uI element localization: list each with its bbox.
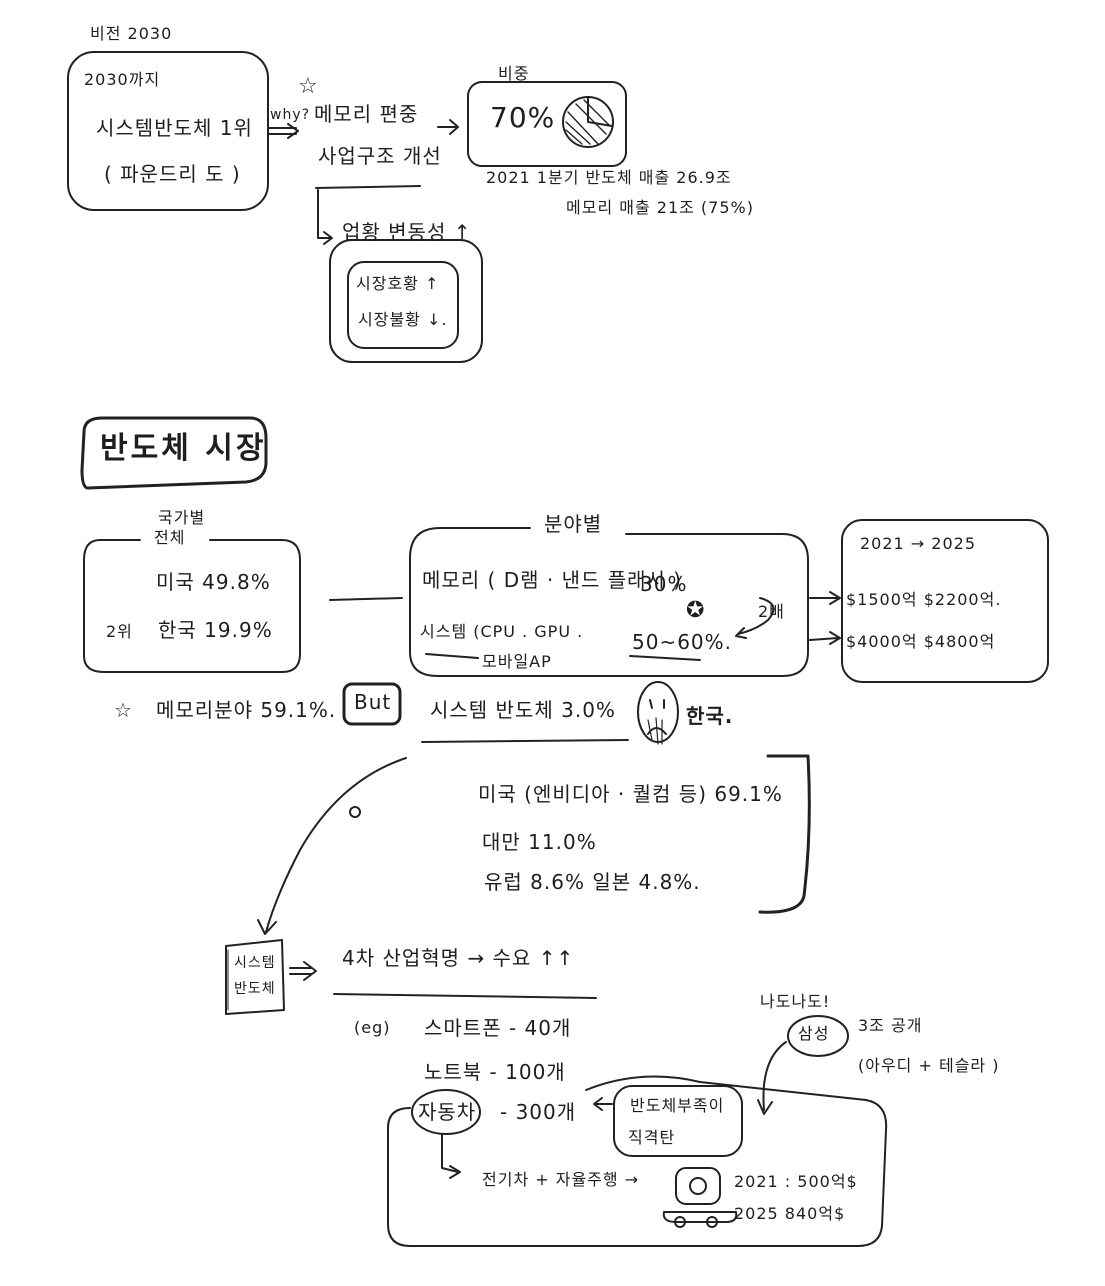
boom-label: 시장호황 ↑: [356, 274, 440, 293]
sad-face-icon: [637, 681, 679, 743]
shortage-line2: 직격탄: [628, 1128, 676, 1147]
system-box-line2: 반도체: [234, 981, 276, 997]
ev-2025: 2025 840억$: [734, 1204, 846, 1223]
growth-arrow-1: [809, 591, 841, 605]
vision-goal-box: [67, 51, 269, 211]
automotive-box: [387, 1075, 888, 1247]
revolution-arrow: [289, 961, 317, 981]
share-pie-slice: [587, 96, 613, 127]
usa-system-share: 미국 (엔비디아 · 퀄컴 등) 69.1%: [478, 782, 783, 806]
revolution-label: 4차 산업혁명 → 수요 ↑↑: [342, 946, 575, 970]
smartphone-count: 스마트폰 - 40개: [424, 1016, 572, 1040]
but-label: But: [354, 690, 392, 714]
memory-pct: 30%: [640, 572, 688, 596]
system-box: [225, 939, 285, 1015]
growth-arrow-2: [809, 631, 841, 645]
plan-star-icon: ☆: [298, 74, 319, 99]
country-field-connector: [329, 597, 403, 601]
taiwan-system-share: 대만 11.0%: [482, 830, 597, 854]
memory-field: 메모리 ( D램 · 낸드 플래시 ): [422, 568, 683, 592]
market-title: 반도체 시장: [100, 431, 267, 466]
sales-line2: 메모리 매출 21조 (75%): [566, 198, 754, 217]
car-count: - 300개: [500, 1100, 577, 1124]
vision-label: 비전 2030: [90, 24, 173, 43]
samsung-arrow: [757, 1041, 787, 1115]
samsung-circle: [787, 1015, 849, 1057]
eg-label: (eg): [354, 1018, 391, 1037]
shortage-line1: 반도체부족이: [630, 1096, 725, 1115]
ev-branch: [441, 1133, 461, 1179]
why-arrow: [267, 123, 299, 139]
europe-japan-share: 유럽 8.6% 일본 4.8%.: [484, 870, 701, 894]
years-label: 2021 → 2025: [860, 534, 977, 553]
system-box-line1: 시스템: [234, 955, 276, 971]
by-field-label: 분야별: [544, 512, 603, 536]
star2-icon: ✪: [686, 598, 706, 623]
memory-share: 메모리분야 59.1%.: [156, 698, 337, 722]
sales-line1: 2021 1분기 반도체 매출 26.9조: [486, 168, 732, 187]
volatility-label: 업황 변동성 ↑: [342, 220, 472, 244]
country-box: [83, 539, 301, 673]
vision-goal-line2: 시스템반도체 1위: [96, 116, 253, 140]
usa-share: 미국 49.8%: [156, 570, 271, 594]
double-label: 2배: [758, 602, 785, 621]
revolution-underline: [333, 993, 597, 999]
volatility-inner-box: [347, 261, 459, 349]
samsung-note: 3조 공개: [858, 1016, 923, 1035]
korea-label: 한국.: [686, 704, 734, 728]
system-curve-arrow: [257, 757, 407, 935]
total-label: 전체: [154, 528, 186, 547]
system-growth: $4000억 $4800억: [846, 632, 996, 651]
system-field: 시스템 (CPU . GPU .: [420, 622, 584, 641]
plan-line1: 메모리 편중: [314, 102, 419, 126]
vision-goal-line1: 2030까지: [84, 70, 161, 89]
field-box: [409, 527, 809, 677]
partners-label: (아우디 + 테슬라 ): [858, 1056, 1000, 1075]
system-pct: 50~60%.: [632, 630, 733, 654]
notebook-count: 노트북 - 100개: [424, 1060, 566, 1084]
double-arrow: [735, 597, 775, 639]
but-box: [342, 682, 402, 726]
korea-share: 한국 19.9%: [158, 618, 273, 642]
plan-underline: [315, 185, 421, 189]
volatility-branch: [317, 189, 333, 245]
memory-share-star: ☆: [114, 698, 133, 722]
shortage-box: [613, 1085, 743, 1157]
why-label: why?: [270, 107, 311, 123]
me-too-label: 나도나도!: [760, 992, 831, 1011]
car-circle: [411, 1089, 481, 1135]
car-label: 자동차: [418, 1100, 477, 1124]
vision-goal-line3: ( 파운드리 도 ): [104, 162, 241, 186]
market-title-box: [80, 416, 268, 490]
share-box: [467, 81, 627, 167]
share-pie-hatch: [565, 99, 611, 145]
samsung-label: 삼성: [798, 1024, 830, 1043]
share-value: 70%: [490, 101, 556, 134]
system-underline: [425, 653, 479, 659]
share-label: 비중: [498, 64, 530, 83]
slump-label: 시장불황 ↓.: [358, 310, 448, 329]
rank2-label: 2위: [106, 622, 133, 641]
ev-label: 전기차 + 자율주행 →: [482, 1170, 640, 1189]
system-share: 시스템 반도체 3.0%: [430, 698, 616, 722]
share-arrow: [437, 119, 459, 135]
robot-car-icon: [675, 1167, 721, 1205]
memory-growth: $1500억 $2200억.: [846, 590, 1002, 609]
volatility-outer-box: [329, 239, 483, 363]
system-field2: 모바일AP: [482, 652, 552, 671]
plan-line2: 사업구조 개선: [318, 144, 442, 168]
ev-2021: 2021 : 500억$: [734, 1172, 858, 1191]
pct-underline: [629, 655, 701, 661]
by-country-label: 국가별: [158, 508, 206, 527]
shortage-arrow: [593, 1097, 613, 1111]
system-share-bracket: [758, 754, 811, 914]
growth-box: [841, 519, 1049, 683]
system-share-underline: [421, 739, 629, 743]
